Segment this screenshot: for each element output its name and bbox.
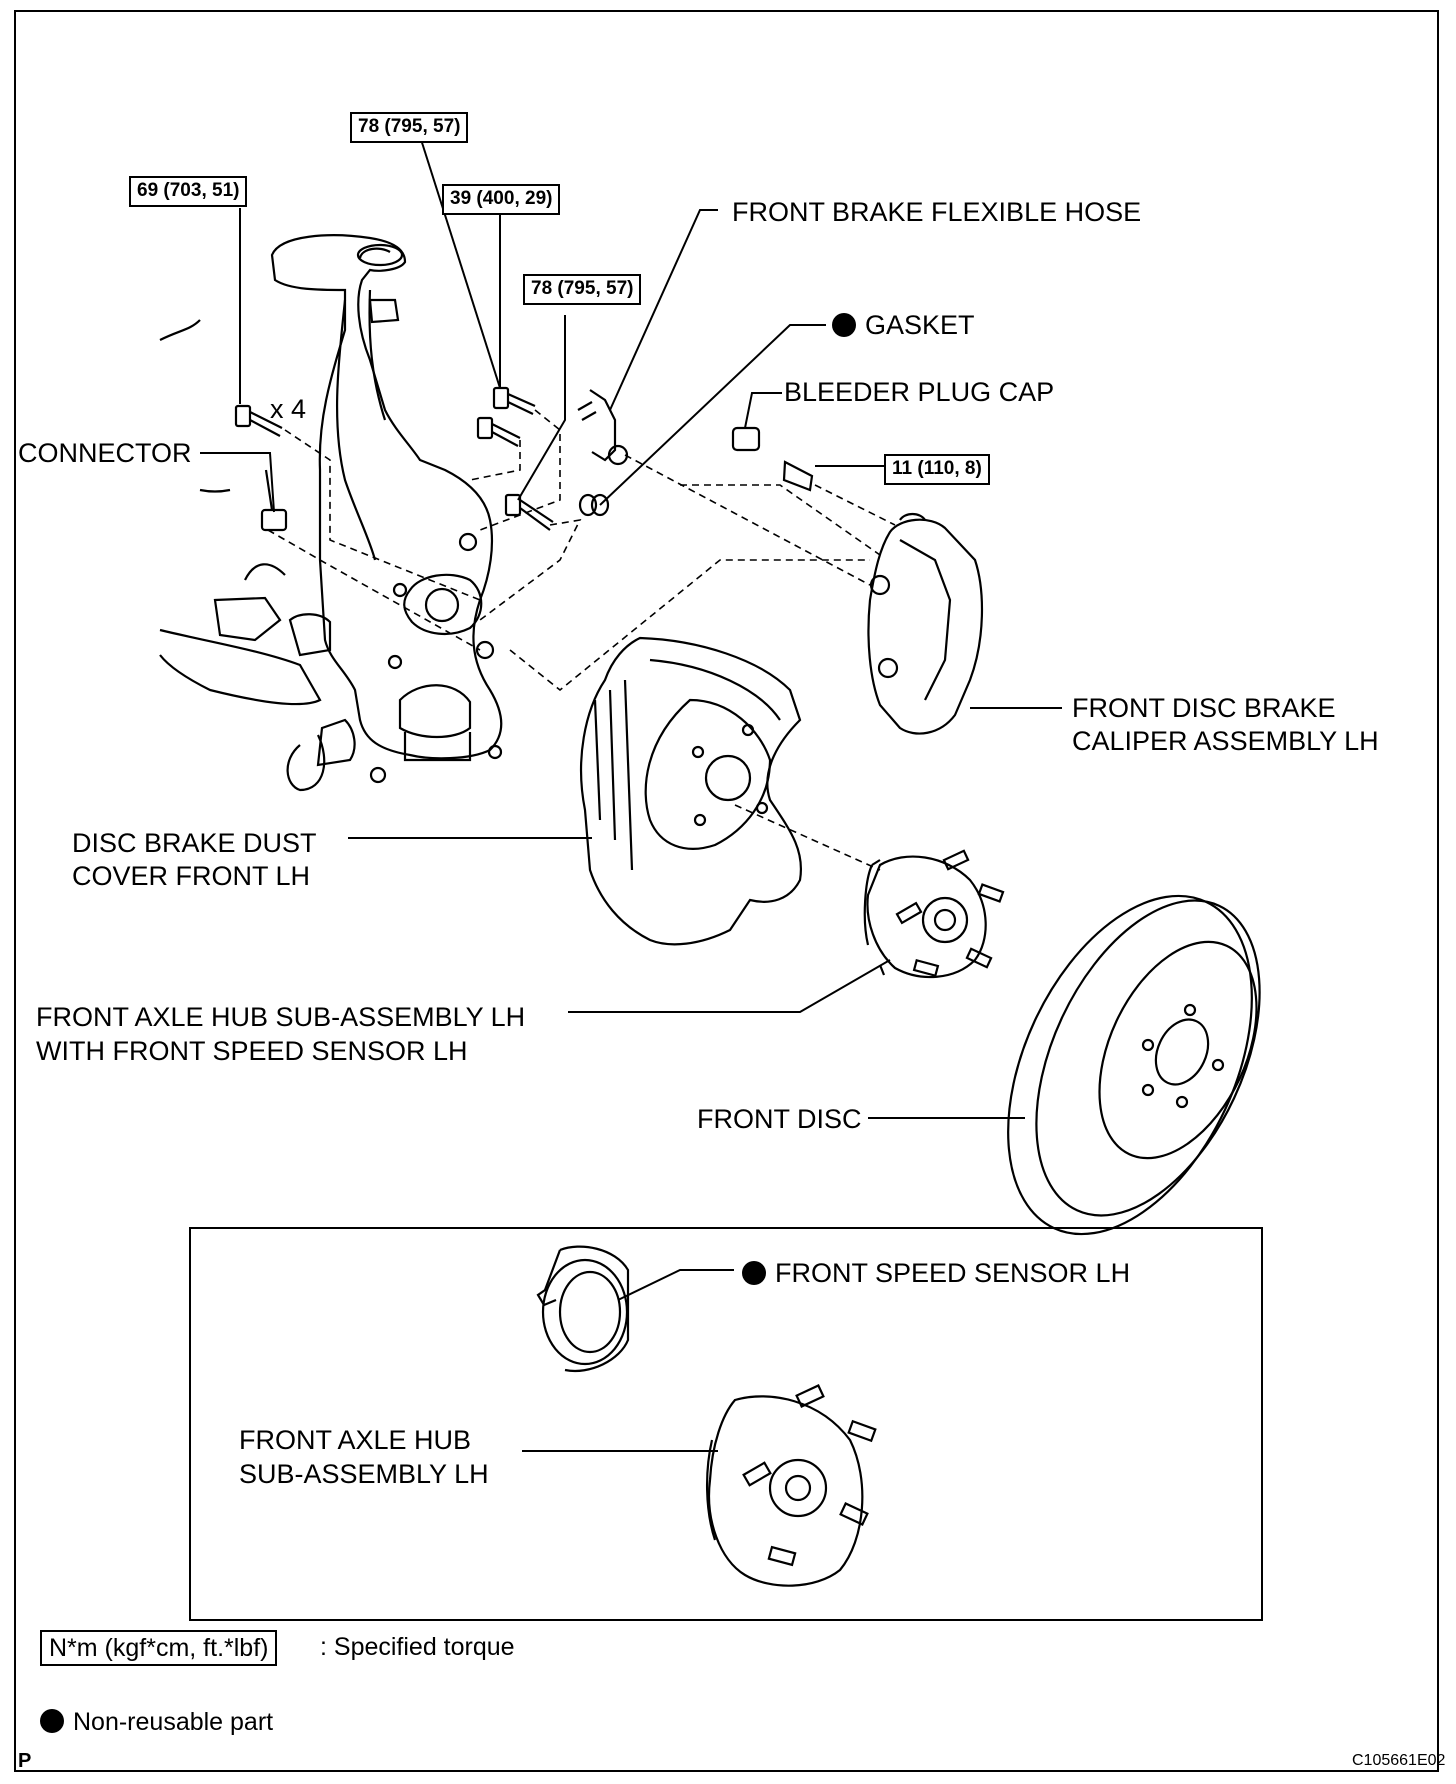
disc-brake-dust-cover: [579, 636, 803, 946]
figure-code: C105661E02: [1352, 1752, 1446, 1769]
front-disc-rotor: [1007, 894, 1261, 1236]
label-connector: CONNECTOR: [18, 438, 192, 468]
torque-spec-bleeder-plug: 11 (110, 8): [884, 454, 990, 485]
torque-spec-knuckle-bolts: 69 (703, 51): [129, 176, 248, 207]
front-disc-brake-caliper: [867, 512, 984, 735]
inset-box: [189, 1227, 1263, 1621]
non-reusable-dot-icon: [832, 313, 856, 337]
label-speed-sensor: FRONT SPEED SENSOR LH: [742, 1256, 1130, 1290]
non-reusable-dot-icon: [40, 1709, 64, 1733]
assembly-guide-lines: [267, 409, 896, 871]
label-hub-line1: FRONT AXLE HUB SUB-ASSEMBLY LH: [36, 1002, 526, 1032]
front-axle-hub-with-sensor: [863, 849, 1005, 979]
label-bleeder-plug-cap: BLEEDER PLUG CAP: [784, 377, 1055, 407]
label-caliper-line1: FRONT DISC BRAKE: [1072, 693, 1336, 723]
steering-knuckle: [159, 234, 503, 792]
legend-non-reusable-text: Non-reusable part: [73, 1708, 274, 1736]
diagram-frame: [14, 10, 1439, 1772]
bolts: [199, 386, 814, 532]
legend-torque-box: N*m (kgf*cm, ft.*lbf): [40, 1630, 278, 1666]
legend-torque-desc: : Specified torque: [320, 1633, 515, 1661]
non-reusable-dot-icon: [742, 1261, 766, 1285]
label-hub-sub-line2: SUB-ASSEMBLY LH: [239, 1459, 489, 1489]
label-gasket-text: GASKET: [865, 310, 975, 340]
label-dust-cover-line2: COVER FRONT LH: [72, 861, 311, 891]
label-dust-cover-line1: DISC BRAKE DUST: [72, 828, 317, 858]
leader-lines: [200, 129, 1062, 1452]
bolt-count-label: x 4: [270, 394, 307, 424]
torque-spec-caliper-bolt-lower: 78 (795, 57): [523, 274, 642, 305]
label-front-disc: FRONT DISC: [697, 1104, 862, 1134]
torque-spec-hose-bolt: 39 (400, 29): [442, 184, 561, 215]
inset-speed-sensor: [536, 1245, 630, 1373]
inset-axle-hub: [705, 1384, 877, 1587]
label-gasket: GASKET: [832, 308, 975, 342]
label-caliper-line2: CALIPER ASSEMBLY LH: [1072, 726, 1379, 756]
label-hub-sub-line1: FRONT AXLE HUB: [239, 1425, 472, 1455]
page-mark: P: [18, 1750, 32, 1772]
label-hub-line2: WITH FRONT SPEED SENSOR LH: [36, 1036, 468, 1066]
label-front-brake-flexible-hose: FRONT BRAKE FLEXIBLE HOSE: [732, 197, 1142, 227]
legend-non-reusable: Non-reusable part: [40, 1706, 273, 1738]
torque-spec-caliper-bolt-upper: 78 (795, 57): [350, 112, 469, 143]
label-speed-sensor-text: FRONT SPEED SENSOR LH: [775, 1258, 1131, 1288]
